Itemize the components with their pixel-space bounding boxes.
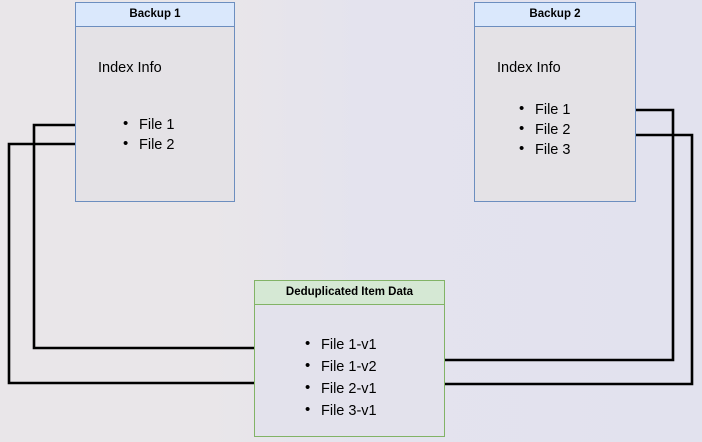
list-item: File 3 (519, 139, 570, 160)
list-item: File 1 (519, 99, 570, 120)
list-item: File 2 (123, 134, 174, 155)
node-backup-2-header: Backup 2 (475, 3, 635, 27)
list-item: File 1-v1 (305, 333, 377, 356)
node-backup-2[interactable]: Backup 2 Index Info File 1 File 2 File 3 (474, 2, 636, 202)
list-item: File 2-v1 (305, 377, 377, 400)
list-item: File 1 (123, 114, 174, 135)
node-backup-1[interactable]: Backup 1 Index Info File 1 File 2 (75, 2, 235, 202)
node-backup-1-index-info-label: Index Info (98, 60, 162, 76)
list-item: File 1-v2 (305, 355, 377, 378)
node-backup-1-body: Index Info File 1 File 2 (76, 27, 234, 201)
node-backup-2-file-list: File 1 File 2 File 3 (519, 99, 570, 160)
node-backup-2-body: Index Info File 1 File 2 File 3 (475, 27, 635, 201)
list-item: File 2 (519, 119, 570, 140)
node-deduplicated-item-data-file-list: File 1-v1 File 1-v2 File 2-v1 File 3-v1 (305, 333, 377, 422)
list-item: File 3-v1 (305, 399, 377, 422)
node-backup-1-header: Backup 1 (76, 3, 234, 27)
node-deduplicated-item-data-header: Deduplicated Item Data (255, 281, 444, 305)
node-backup-1-file-list: File 1 File 2 (123, 114, 174, 155)
node-deduplicated-item-data-body: File 1-v1 File 1-v2 File 2-v1 File 3-v1 (255, 305, 444, 436)
node-deduplicated-item-data[interactable]: Deduplicated Item Data File 1-v1 File 1-… (254, 280, 445, 437)
node-backup-2-index-info-label: Index Info (497, 60, 561, 76)
